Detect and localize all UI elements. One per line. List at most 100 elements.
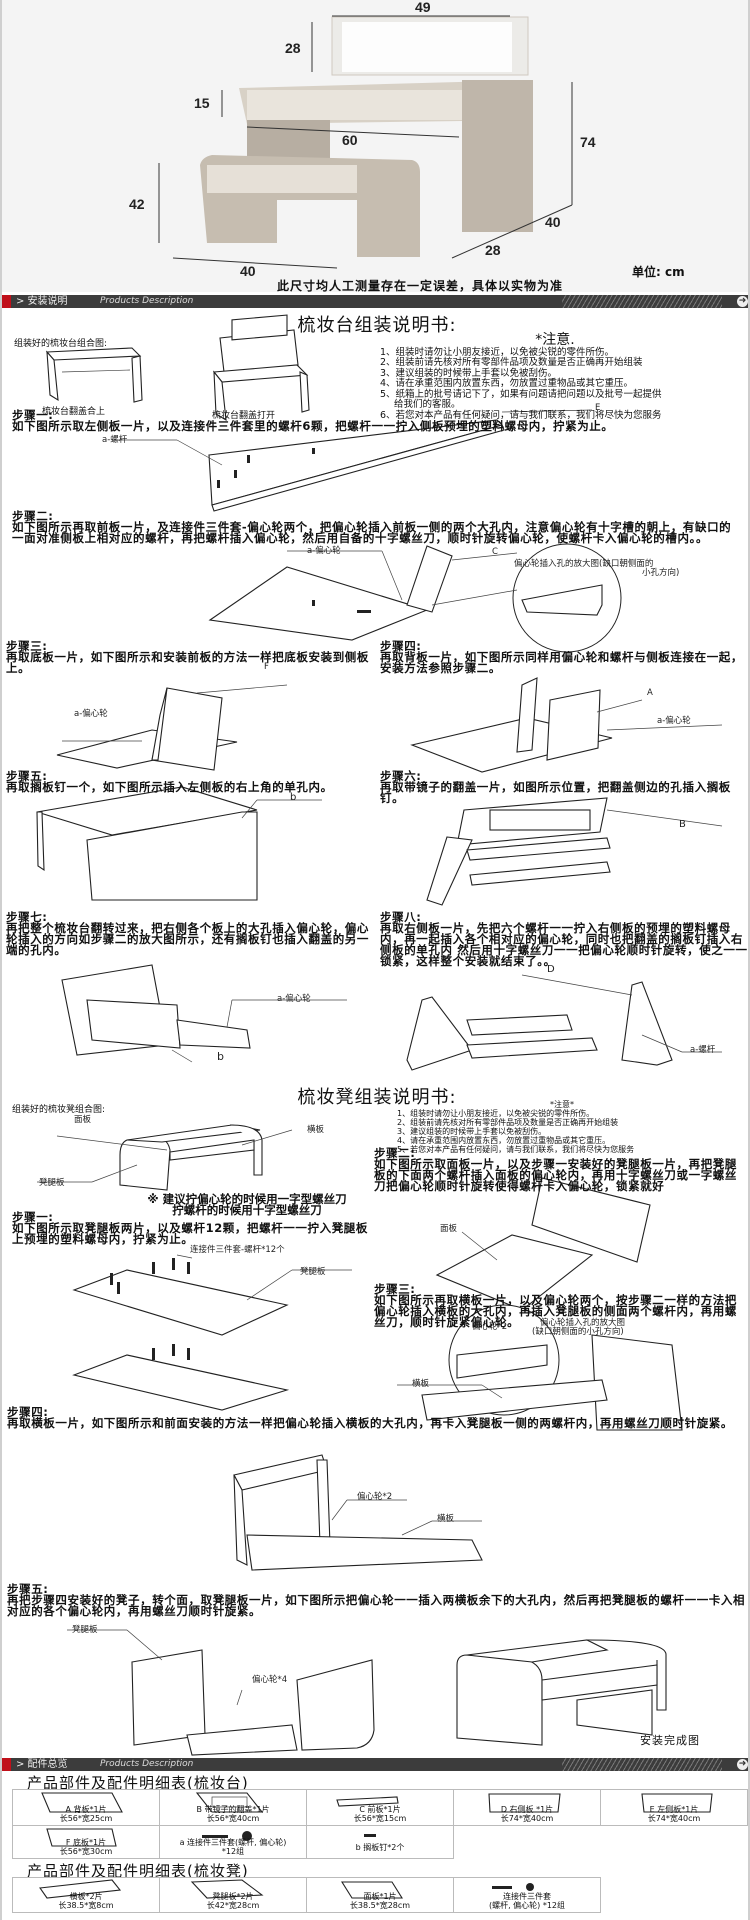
step-text: 再取搁板钉一个，如下图所示插入左侧板的右上角的单孔内。 [6, 780, 333, 794]
desk-step4-drawing [410, 677, 723, 773]
section-bar-parts: > 配件总览 Products Description ➜ [2, 1758, 748, 1771]
part-cell: 凳腿板*2片长42*宽28cm [159, 1877, 307, 1913]
desk-step1-drawing [112, 409, 593, 512]
parts-stool-title: 产品部件及配件明细表(梳妆凳) [27, 1862, 249, 1880]
arrow-right-circle-icon[interactable]: ➜ [737, 296, 748, 307]
dim-stool-width: 40 [240, 263, 256, 279]
dim-drawer-height: 15 [194, 95, 210, 111]
desk-step-5: 步骤五: 再取搁板钉一个，如下图所示插入左侧板的右上角的单孔内。 [6, 770, 374, 794]
dim-mirror-width: 49 [415, 0, 431, 15]
label-crossbar: 横板 [412, 1379, 430, 1389]
label-cam-2: 偏心轮*2 [357, 1492, 393, 1502]
label-a-screw: a-螺杆 [690, 1045, 716, 1055]
section-subtitle: Products Description [100, 296, 194, 306]
label-seat-panel: 面板 [440, 1224, 458, 1234]
label-crossbar: 横板 [437, 1514, 455, 1524]
desk-step2-drawing [208, 543, 622, 653]
stool-step-5: 步骤五: 再把步骤四安装好的凳子，转个面，取凳腿板一片，如下图所示把偏心轮一一插… [7, 1582, 747, 1618]
part-cell: 面板*1片长38.5*宽28cm [306, 1877, 454, 1913]
note-item: 4、请在承重范围内放置东西，勿放置过重物品或其它重压。 [397, 1136, 611, 1145]
arrow-right-circle-icon[interactable]: ➜ [737, 1759, 748, 1770]
magnify-caption-2: 小孔方向) [642, 568, 680, 578]
note-item: 5、若您对本产品有任何疑问，请与我们联系，我们将尽快为您服务 [397, 1145, 635, 1154]
completed-caption: 安装完成图 [640, 1734, 700, 1747]
bar-accent [2, 295, 11, 308]
parts-desk-title: 产品部件及配件明细表(梳妆台) [27, 1774, 249, 1792]
label-a-screw: a-螺杆 [102, 435, 128, 445]
stool-step-4: 步骤四: 再取横板一片，如下图所示和前面安装的方法一样把偏心轮插入横板的大孔内，… [7, 1405, 747, 1429]
dim-desk-height: 74 [580, 134, 596, 150]
step-text: 再把步骤四安装好的凳子，转个面，取凳腿板一片，如下图所示把偏心轮一一插入两横板余… [7, 1593, 746, 1618]
magnify-caption: 偏心轮插入孔的放大图(缺口朝侧面的 [514, 559, 654, 569]
step-title: 步骤四: [7, 1405, 49, 1419]
desk-step3-drawing [56, 684, 288, 771]
step-text: 再取背板一片，如下图所示同样用偏心轮和螺杆与侧板连接在一起，安装方法参照步骤二。 [380, 650, 743, 675]
step-text: 如下图所示取凳腿板两片，以及螺杆12颗，把螺杆一一拧入凳腿板上预埋的塑料螺母内，… [12, 1221, 368, 1246]
tip-line: ※ 建议拧偏心轮的时候用一字型螺丝刀 [147, 1192, 347, 1206]
part-name: E 左侧板*1片 [649, 1805, 699, 1814]
desk-open-drawing [212, 314, 310, 422]
bar-hatch [562, 295, 722, 308]
part-name: 凳腿板*2片 [212, 1892, 254, 1901]
desk-step-2: 步骤二: 如下图所示再取前板一片，及连接件三件套-偏心轮两个，把偏心轮插入前板一… [12, 509, 732, 544]
part-name: 横板*2片 [69, 1892, 103, 1901]
label-d: D [547, 964, 555, 975]
dim-stool-depth: 28 [485, 242, 501, 258]
part-size: 长74*宽40cm [500, 1814, 554, 1823]
step-title: 步骤二: [374, 1146, 416, 1160]
note-item: 给我们的客服。 [394, 399, 461, 410]
label-a: A [647, 688, 653, 698]
desk-step-3: 步骤三: 再取底板一片，如下图所示和安装前板的方法一样把底板安装到侧板上。 [6, 640, 374, 674]
parts-stool-table: 横板*2片长38.5*宽8cm 凳腿板*2片长42*宽28cm 面板*1片长38… [12, 1877, 601, 1913]
stool-step3-drawing [397, 1304, 683, 1431]
label-leg-panel: 凳腿板 [300, 1267, 326, 1277]
bar-hatch [562, 1758, 722, 1771]
desk-step-1: 步骤一: 如下图所示取左侧板一片，以及连接件三件套里的螺杆6颗，把螺杆一一拧入侧… [12, 409, 742, 432]
label-a-cam: a-偏心轮 [307, 546, 341, 556]
step-text: 再取右侧板一片，先把六个螺杆一一拧入右侧板的预埋的塑料螺母内，再一起插入各个相对… [380, 921, 748, 968]
desk-notes: *注意. 1、组装时请勿让小朋友接近，以免被尖锐的零件所伤。 2、组装前请先核对… [380, 333, 730, 421]
label-f: F [264, 662, 269, 672]
step-title: 步骤五: [7, 1582, 49, 1596]
bar-accent [2, 1758, 11, 1771]
notes-title: *注意* [550, 1100, 574, 1109]
product-photo [2, 0, 748, 292]
magnify-caption: 偏心轮插入孔的放大图 [540, 1318, 626, 1328]
stool-step-1: 步骤一: 如下图所示取凳腿板两片，以及螺杆12颗，把螺杆一一拧入凳腿板上预埋的塑… [12, 1211, 372, 1246]
caption-open: 梳妆台翻盖打开 [212, 411, 276, 421]
note-item: 2、组装前请先核对所有零部件品项及数量是否正确再开始组装 [380, 357, 643, 368]
label-seat-panel: 面板 [74, 1115, 92, 1125]
part-size: 长74*宽40cm [647, 1814, 701, 1823]
stool-step-2: 步骤二: 如下图所示取面板一片，以及步骤一安装好的凳腿板一片，再把凳腿板的下面两… [374, 1146, 744, 1193]
part-name: C 前板*1片 [359, 1805, 401, 1814]
label-b: b [290, 792, 297, 803]
desk-step-7: 步骤七: 再把整个梳妆台翻转过来，把右侧各个板上的大孔插入偏心轮，偏心轮插入的方… [6, 911, 374, 956]
stool-combined-drawing [37, 1124, 293, 1191]
parts-desk-table: A 背板*1片长56*宽25cm B 带镜子的翻盖*1片长56*宽40cm C … [12, 1789, 748, 1859]
desk-step7-drawing [61, 964, 347, 1063]
part-cell: C 前板*1片长56*宽15cm [306, 1789, 454, 1826]
label-leg-panel: 凳腿板 [72, 1625, 98, 1635]
measurement-disclaimer: 此尺寸均人工测量存在一定误差，具体以实物为准 [277, 279, 564, 293]
stool-notes: *注意* 1、组装时请勿让小朋友接近，以免被尖锐的零件所伤。 2、组装前请先核对… [397, 1100, 727, 1154]
part-size: (螺杆, 偏心轮) *12组 [488, 1901, 566, 1910]
label-a-cam: a-偏心轮 [74, 709, 108, 719]
dim-mirror-height: 28 [285, 40, 301, 56]
part-name: 面板*1片 [363, 1892, 397, 1901]
dim-desk-width: 60 [342, 132, 358, 148]
desk-step8-drawing [406, 974, 722, 1071]
magnify-caption-2: (缺口朝侧面的小孔方向) [532, 1327, 624, 1337]
dim-stool-height: 42 [129, 196, 145, 212]
label-crossbar: 横板 [307, 1125, 325, 1135]
part-cell: b 搁板钉*2个 [306, 1825, 454, 1859]
label-c: C [492, 547, 498, 557]
step-title: 步骤四: [380, 639, 422, 653]
note-item: 1、组装时请勿让小朋友接近，以免被尖锐的零件所伤。 [397, 1109, 595, 1118]
part-name: a 连接件三件套(螺杆, 偏心轮) [179, 1838, 287, 1847]
label-b: b [217, 1050, 224, 1063]
step-title: 步骤二: [12, 509, 54, 523]
step-text: 如下图所示取面板一片，以及步骤一安装好的凳腿板一片，再把凳腿板的下面两个螺杆插入… [374, 1157, 737, 1193]
part-size: 长56*宽30cm [59, 1847, 113, 1856]
